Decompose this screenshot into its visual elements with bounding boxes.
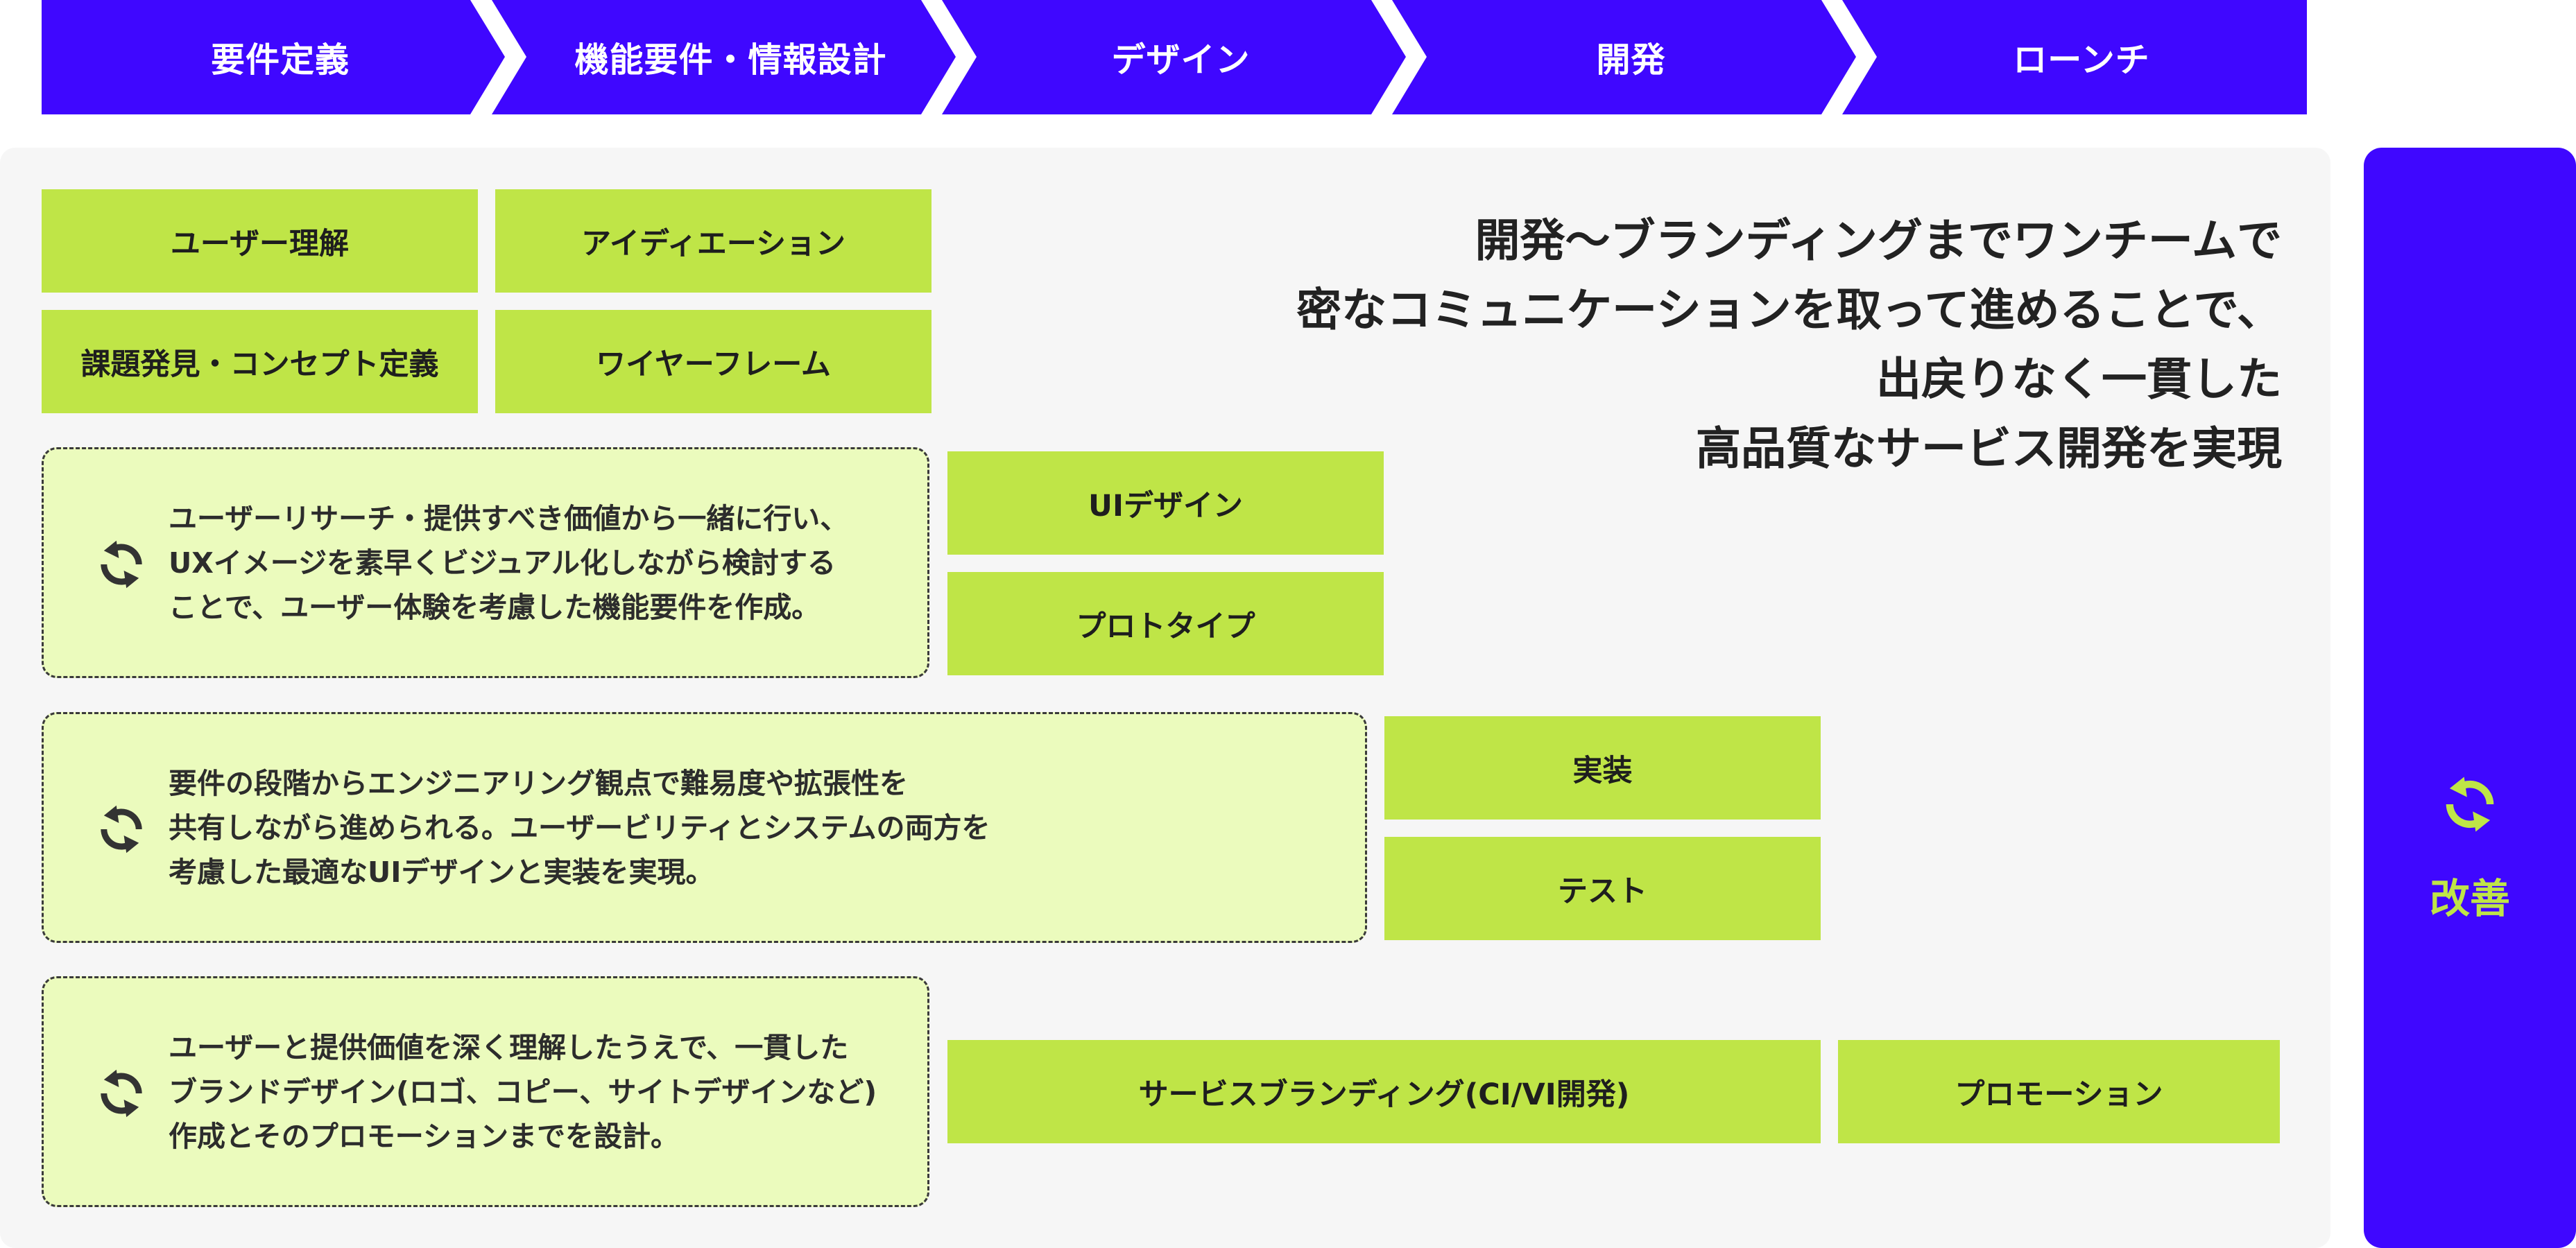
box-user-understanding: ユーザー理解 [42,189,478,293]
note-branding: ユーザーと提供価値を深く理解したうえで、一貫した ブランドデザイン(ロゴ、コピー… [42,976,929,1207]
headline-line: 密なコミュニケーションを取って進めることで、 [1296,284,2282,336]
phase-chevron-4 [1392,0,1856,114]
phase-chevron-3 [942,0,1406,114]
refresh-cycle-icon [101,805,142,853]
headline-line: 開発〜ブランディングまでワンチームで [1475,215,2282,267]
improve-bar: 改善 [2364,148,2576,1248]
note-line: 共有しながら進められる。ユーザービリティとシステムの両方を [169,811,990,844]
note-line: UXイメージを素早くビジュアル化しながら検討する [169,546,836,580]
box-service-branding: サービスブランディング(CI/VI開発) [947,1040,1821,1143]
box-test: テスト [1384,837,1821,940]
box-wireframe: ワイヤーフレーム [495,310,931,413]
refresh-cycle-icon [2446,777,2494,832]
phase-chevron-5 [1842,0,2307,114]
phase-label-design: デザイン [1111,40,1251,80]
refresh-cycle-icon [101,540,142,589]
box-prototype: プロトタイプ [947,572,1384,675]
phase-chevron-2 [492,0,956,114]
headline: 開発〜ブランディングまでワンチームで 密なコミュニケーションを取って進めることで… [1296,207,2282,484]
note-engineering: 要件の段階からエンジニアリング観点で難易度や拡張性を 共有しながら進められる。ユ… [42,712,1367,943]
box-implementation: 実装 [1384,716,1821,820]
headline-line: 出戻りなく一貫した [1875,354,2282,406]
phase-chevron-1 [42,0,505,114]
box-problem-discovery: 課題発見・コンセプト定義 [42,310,478,413]
box-promotion: プロモーション [1838,1040,2280,1143]
phase-label-development: 開発 [1596,40,1666,80]
note-line: 考慮した最適なUIデザインと実装を実現。 [169,856,714,889]
note-line: ユーザーと提供価値を深く理解したうえで、一貫した [169,1031,849,1064]
note-line: 作成とそのプロモーションまでを設計。 [169,1120,679,1153]
note-ux-requirements: ユーザーリサーチ・提供すべき価値から一緒に行い、 UXイメージを素早くビジュアル… [42,447,929,678]
note-line: ユーザーリサーチ・提供すべき価値から一緒に行い、 [169,502,849,535]
note-line: 要件の段階からエンジニアリング観点で難易度や拡張性を [169,767,908,800]
headline-line: 高品質なサービス開発を実現 [1695,423,2282,475]
phase-label-launch: ローンチ [2013,40,2150,80]
note-line: ことで、ユーザー体験を考慮した機能要件を作成。 [169,591,821,624]
phase-label-info-design: 機能要件・情報設計 [574,40,887,80]
box-ui-design: UIデザイン [947,451,1384,555]
phase-chevron-bar [42,0,2307,114]
refresh-cycle-icon [101,1069,142,1118]
box-ideation: アイディエーション [495,189,931,293]
note-line: ブランドデザイン(ロゴ、コピー、サイトデザインなど) [169,1075,877,1109]
phase-label-requirements: 要件定義 [210,40,350,80]
improve-label: 改善 [2429,875,2510,922]
